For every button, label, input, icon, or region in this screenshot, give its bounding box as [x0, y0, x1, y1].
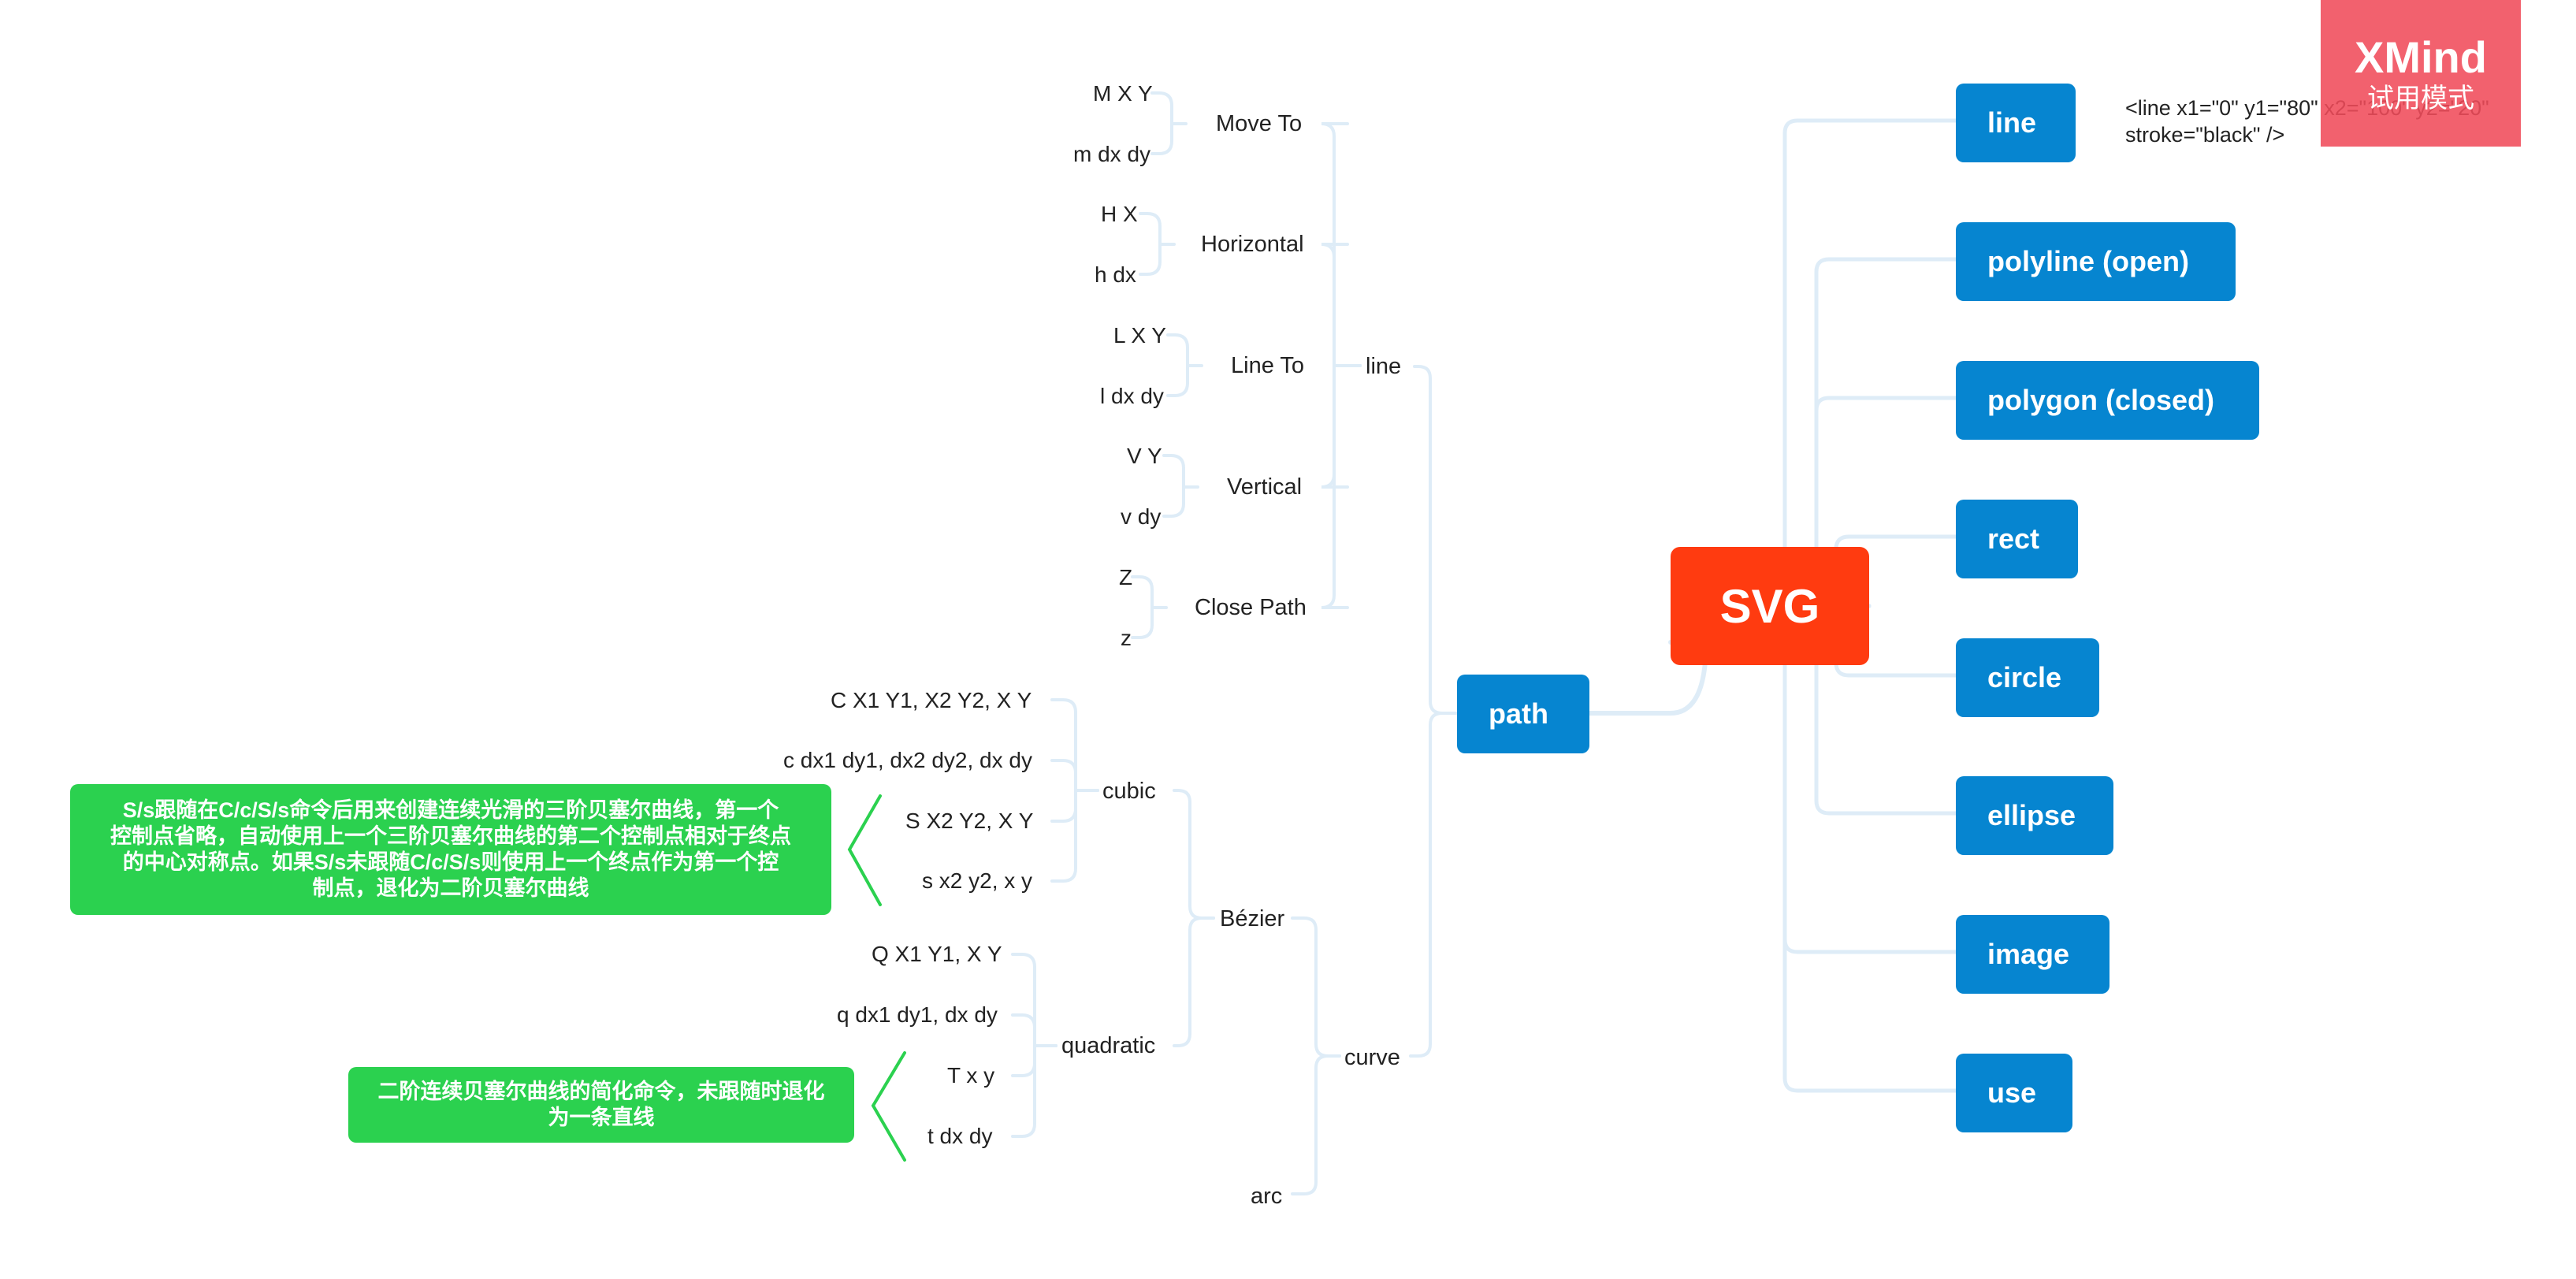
- path-curve-link: [1409, 712, 1459, 1058]
- command-horizontal-rel[interactable]: h dx: [1095, 262, 1136, 287]
- topic-circle[interactable]: circle: [1956, 638, 2099, 717]
- subtopic-horizontal[interactable]: Horizontal: [1201, 232, 1304, 257]
- subtopic-path-line[interactable]: line: [1366, 354, 1402, 379]
- form-bracket-1: [1139, 212, 1162, 276]
- curve-bezier-link: [1291, 916, 1341, 1058]
- bezier-cubic-link: [1173, 789, 1215, 920]
- callout-smooth-cubic-text: S/s跟随在C/c/S/s命令后用来创建连续光滑的三阶贝塞尔曲线，第一个 控制点…: [110, 798, 791, 900]
- command-close-abs[interactable]: Z: [1119, 565, 1133, 589]
- subtopic-arc[interactable]: arc: [1251, 1184, 1283, 1209]
- line-command-link-3: [1321, 364, 1362, 489]
- topic-ellipse[interactable]: ellipse: [1956, 776, 2113, 855]
- form-bracket-4: [1131, 575, 1154, 639]
- command-lineto-rel[interactable]: l dx dy: [1100, 384, 1164, 408]
- root-element-link-5: [1814, 604, 1958, 816]
- watermark-mode: 试用模式: [2367, 84, 2474, 113]
- topic-path[interactable]: path: [1457, 675, 1589, 753]
- topic-polyline[interactable]: polyline (open): [1956, 222, 2236, 301]
- topic-use[interactable]: use: [1956, 1054, 2072, 1132]
- callout-smooth-cubic[interactable]: S/s跟随在C/c/S/s命令后用来创建连续光滑的三阶贝塞尔曲线，第一个 控制点…: [70, 784, 831, 915]
- command-close-rel[interactable]: z: [1121, 626, 1132, 650]
- quadratic-summary-bracket: [871, 1051, 906, 1162]
- root-element-link-7: [1782, 604, 1958, 1093]
- line-command-link-0: [1321, 122, 1362, 367]
- topic-line[interactable]: line: [1956, 84, 2076, 162]
- form-bracket-2: [1166, 333, 1189, 397]
- topic-image[interactable]: image: [1956, 915, 2109, 994]
- subtopic-line-to[interactable]: Line To: [1231, 353, 1304, 378]
- root-element-link-2: [1814, 396, 1958, 608]
- form-bracket-3: [1162, 454, 1185, 518]
- cubic-summary-bracket: [847, 794, 882, 906]
- command-vertical-rel[interactable]: v dy: [1121, 504, 1162, 529]
- path-line-link: [1413, 365, 1459, 715]
- command-horizontal-abs[interactable]: H X: [1101, 202, 1138, 226]
- bezier-quadratic-link: [1173, 916, 1215, 1047]
- command-quadratic-abs[interactable]: Q X1 Y1, X Y: [872, 942, 1002, 966]
- line-command-link-4: [1321, 364, 1362, 609]
- subtopic-vertical[interactable]: Vertical: [1227, 474, 1303, 500]
- form-bracket-0: [1150, 91, 1173, 155]
- command-quadratic-rel[interactable]: q dx1 dy1, dx dy: [837, 1002, 998, 1027]
- subtopic-close-path[interactable]: Close Path: [1195, 595, 1307, 620]
- xmind-trial-badge: XMind 试用模式: [2321, 0, 2521, 147]
- callout-smooth-quadratic-text: 二阶连续贝塞尔曲线的简化命令，未跟随时退化 为一条直线: [377, 1080, 825, 1129]
- subtopic-quadratic[interactable]: quadratic: [1061, 1033, 1156, 1058]
- cubic-form-link-1: [1050, 759, 1099, 792]
- cubic-form-link-3: [1050, 789, 1099, 883]
- quadratic-form-link-0: [1011, 953, 1058, 1047]
- subtopic-move-to[interactable]: Move To: [1216, 111, 1303, 136]
- command-smooth-cubic-rel[interactable]: s x2 y2, x y: [922, 868, 1033, 893]
- command-lineto-abs[interactable]: L X Y: [1113, 323, 1166, 348]
- command-smooth-quadratic-rel[interactable]: t dx dy: [927, 1124, 993, 1148]
- command-smooth-quadratic-abs[interactable]: T x y: [947, 1063, 995, 1088]
- command-smooth-cubic-abs[interactable]: S X2 Y2, X Y: [905, 809, 1034, 833]
- watermark-brand: XMind: [2355, 32, 2487, 82]
- command-cubic-abs[interactable]: C X1 Y1, X2 Y2, X Y: [831, 688, 1032, 712]
- topic-rect[interactable]: rect: [1956, 500, 2078, 578]
- callout-smooth-quadratic[interactable]: 二阶连续贝塞尔曲线的简化命令，未跟随时退化 为一条直线: [348, 1067, 854, 1143]
- command-vertical-abs[interactable]: V Y: [1127, 444, 1162, 468]
- curve-arc-link: [1291, 1054, 1341, 1195]
- command-move-rel[interactable]: m dx dy: [1073, 142, 1151, 166]
- command-move-abs[interactable]: M X Y: [1093, 81, 1153, 106]
- command-cubic-rel[interactable]: c dx1 dy1, dx2 dy2, dx dy: [783, 748, 1032, 772]
- root-element-link-0: [1782, 118, 1958, 608]
- cubic-form-link-0: [1050, 698, 1099, 792]
- subtopic-curve[interactable]: curve: [1344, 1045, 1400, 1070]
- line-command-link-1: [1321, 243, 1362, 367]
- quadratic-form-link-3: [1011, 1044, 1058, 1138]
- quadratic-form-link-1: [1011, 1013, 1058, 1047]
- root-element-link-1: [1814, 257, 1958, 608]
- topic-polygon[interactable]: polygon (closed): [1956, 361, 2259, 440]
- subtopic-bezier[interactable]: Bézier: [1220, 906, 1285, 931]
- subtopic-cubic[interactable]: cubic: [1102, 779, 1156, 804]
- root-topic-svg[interactable]: SVG: [1671, 547, 1869, 665]
